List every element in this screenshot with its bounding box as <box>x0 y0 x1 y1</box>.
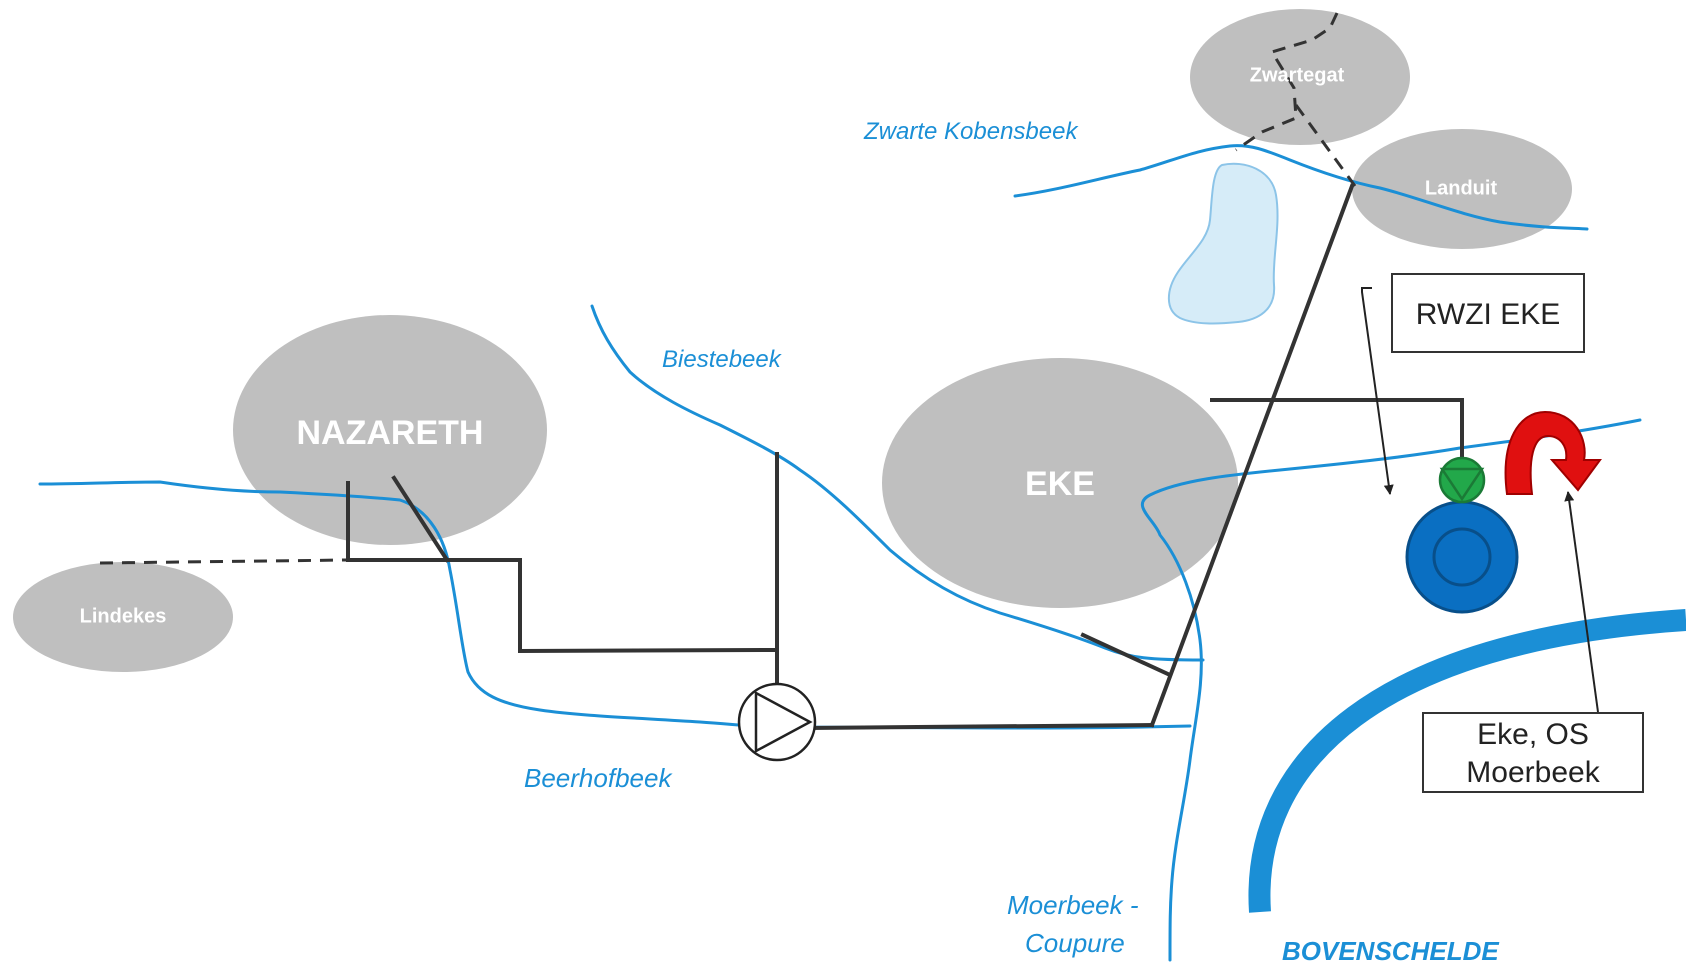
pipe-nazareth-main <box>346 558 780 654</box>
label-lindekes: Lindekes <box>80 605 167 627</box>
town-nazareth <box>233 315 547 545</box>
label-moerbeek-line2: Coupure <box>1025 928 1125 958</box>
label-nazareth: NAZARETH <box>297 414 484 452</box>
label-bovenschelde: BOVENSCHELDE <box>1282 936 1499 965</box>
pipe-nazareth-branch <box>391 475 450 563</box>
pipe-zwartegat-dashed <box>1235 12 1339 152</box>
bovenschelde-river <box>1248 609 1686 913</box>
town-eke <box>882 358 1238 608</box>
pipe-trunk-main <box>1149 183 1355 728</box>
pipe-lindekes-dashed <box>99 558 348 565</box>
biestebeek-river <box>590 304 1205 662</box>
rwzi-box-label: RWZI EKE <box>1416 298 1560 331</box>
label-landuit: Landuit <box>1425 177 1498 199</box>
label-zwarte-kobensbeek: Zwarte Kobensbeek <box>863 118 1079 145</box>
rwzi-box: RWZI EKE <box>1391 273 1585 353</box>
label-beerhofbeek: Beerhofbeek <box>524 763 673 793</box>
pump-station-icon <box>737 682 817 762</box>
label-eke: EKE <box>1025 465 1095 503</box>
town-lindekes <box>13 562 233 672</box>
rwzi-leader-arrow <box>1361 287 1394 495</box>
wastewater-treatment-icon <box>1405 456 1519 614</box>
pipe-pump-to-eke <box>807 722 1155 731</box>
town-landuit <box>1352 129 1572 249</box>
outlet-box-line2: Moerbeek <box>1466 756 1600 789</box>
pond <box>1167 162 1279 325</box>
pipe-to-rwzi <box>1210 398 1464 458</box>
pipe-eke-branch <box>1080 632 1173 678</box>
moerbeek-coupure-river <box>1141 418 1642 962</box>
label-moerbeek-line1: Moerbeek - <box>1007 890 1139 920</box>
nazareth-river <box>38 480 772 729</box>
label-biestebeek: Biestebeek <box>662 346 783 373</box>
outlet-box: Eke, OS Moerbeek <box>1422 712 1644 793</box>
pipe-zwartegat-landuit-dashed <box>1294 104 1357 187</box>
outlet-leader-arrow <box>1564 491 1599 713</box>
overflow-arrow-icon <box>1504 410 1602 495</box>
town-zwartegat <box>1190 9 1410 145</box>
label-zwartegat: Zwartegat <box>1250 64 1345 86</box>
zwarte-kobensbeek-river <box>1013 144 1589 231</box>
outlet-box-line1: Eke, OS <box>1477 718 1589 751</box>
